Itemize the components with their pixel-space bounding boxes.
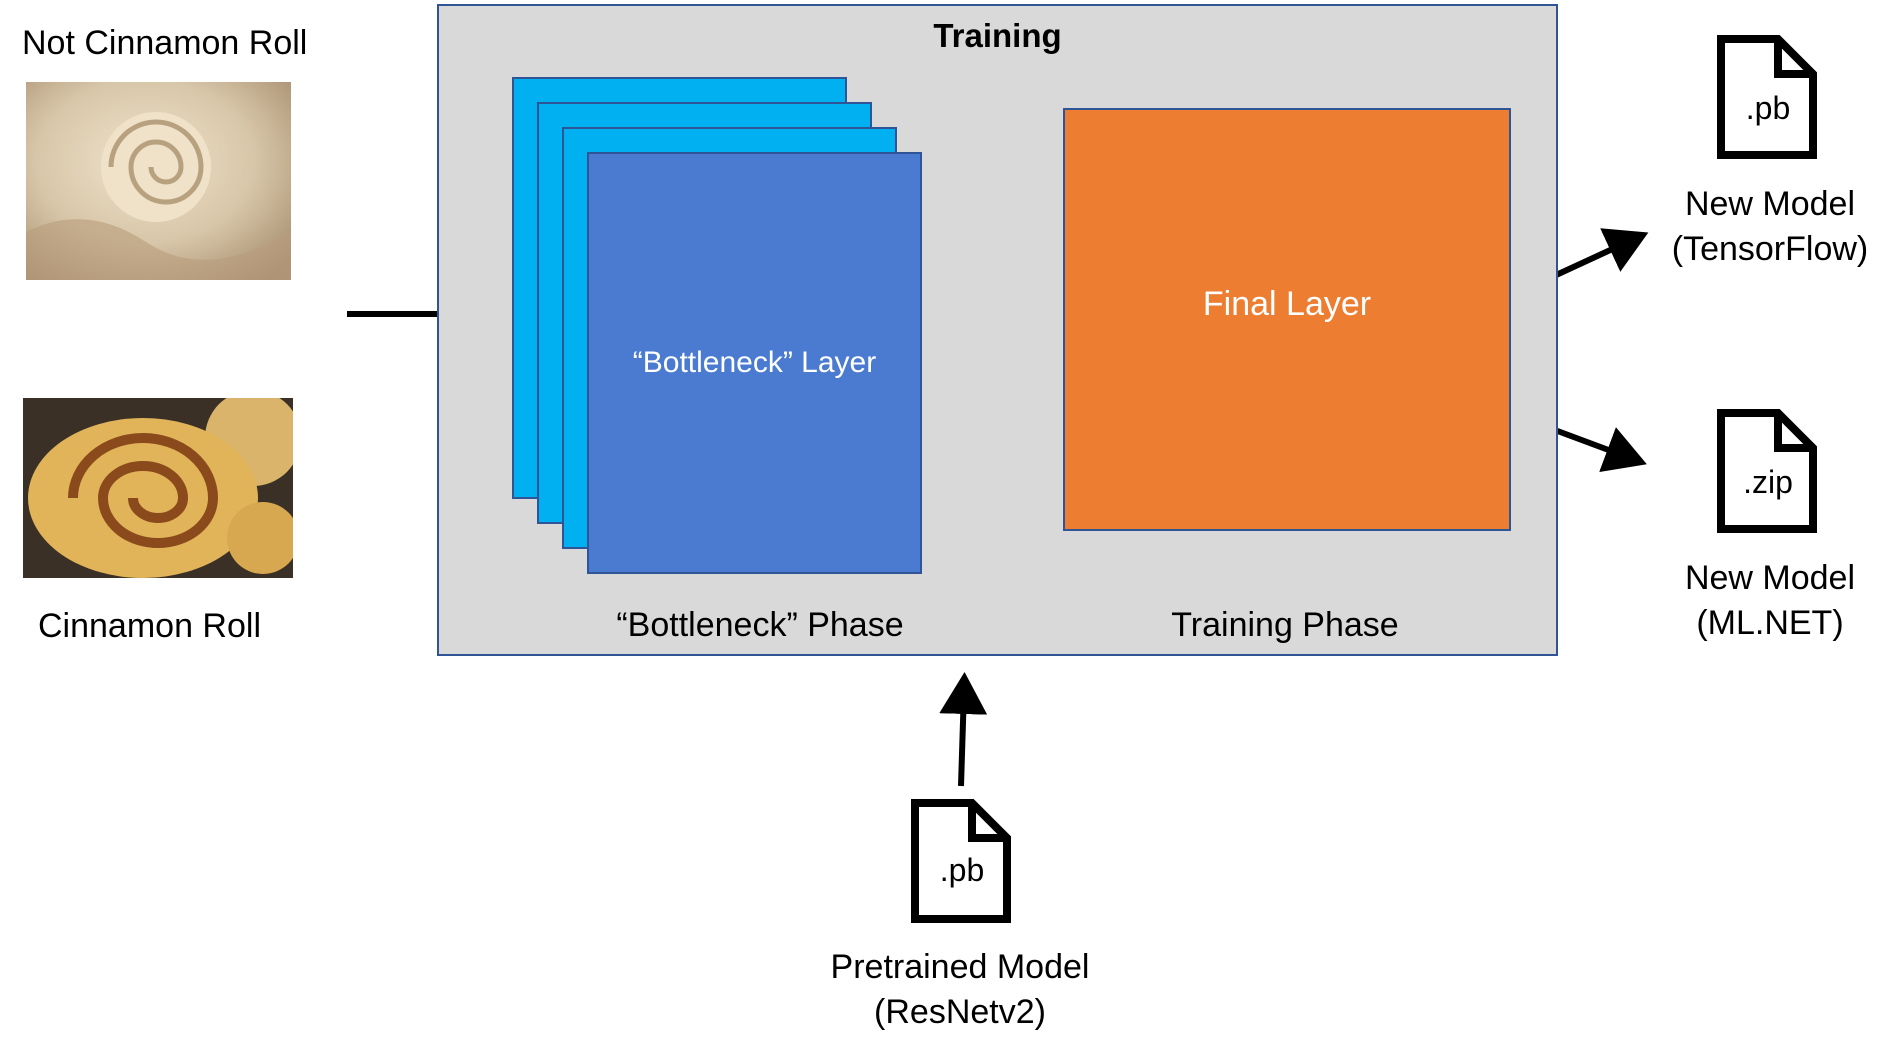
mlnet-model-title: New Model [1684, 559, 1856, 597]
training-phase-label: Training Phase [1171, 606, 1399, 644]
pretrained-model-title: Pretrained Model [830, 948, 1090, 986]
bottleneck-phase-label: “Bottleneck” Phase [616, 606, 904, 644]
tensorflow-model-subtitle: (TensorFlow) [1671, 230, 1869, 268]
pretrained-model-subtitle: (ResNetv2) [874, 993, 1046, 1031]
pretrained-arrow [939, 672, 988, 787]
tensorflow-file-icon [1717, 35, 1817, 159]
mlnet-file-ext: .zip [1743, 464, 1793, 500]
cinnamon-label: Cinnamon Roll [38, 607, 261, 645]
training-title: Training [933, 17, 1062, 54]
tensorflow-file-ext: .pb [1745, 90, 1791, 126]
tensorflow-model-title: New Model [1684, 185, 1856, 223]
mlnet-file-icon [1717, 409, 1817, 533]
not-cinnamon-label: Not Cinnamon Roll [22, 24, 308, 62]
pretrained-file-ext: .pb [939, 852, 985, 888]
pretrained-file-icon [911, 799, 1011, 923]
cinnamon-roll-image [23, 398, 293, 578]
mlnet-model-subtitle: (ML.NET) [1696, 604, 1844, 642]
dog-tail-image [26, 82, 291, 280]
bottleneck-layer-box: “Bottleneck” Layer [587, 152, 922, 574]
final-layer-box: Final Layer [1063, 108, 1511, 531]
final-layer-label: Final Layer [1202, 285, 1372, 323]
bottleneck-layer-label: “Bottleneck” Layer [632, 346, 877, 379]
